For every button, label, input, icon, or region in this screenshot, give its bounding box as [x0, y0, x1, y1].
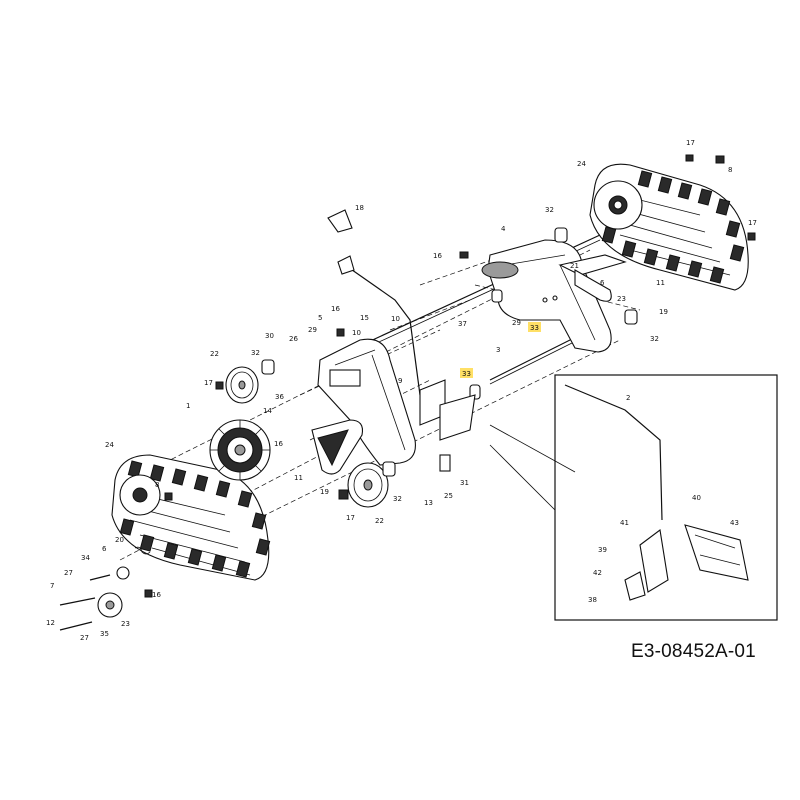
callout-18: 18 — [355, 204, 364, 212]
callout-5: 5 — [318, 314, 322, 322]
callout-22b: 22 — [375, 517, 384, 525]
hardware — [59, 154, 756, 631]
bushing-parts — [261, 227, 638, 477]
callout-3: 3 — [496, 346, 500, 354]
track-right — [589, 163, 749, 291]
callout-6a: 6 — [600, 279, 605, 287]
callout-27a: 27 — [64, 569, 73, 577]
callout-13: 13 — [424, 499, 433, 507]
callout-16c: 16 — [274, 440, 283, 448]
callout-17b: 17 — [748, 219, 757, 227]
callout-21: 21 — [570, 262, 579, 270]
callout-6b: 6 — [102, 545, 107, 553]
callout-19b: 19 — [320, 488, 329, 496]
callout-16b: 16 — [331, 305, 340, 313]
callout-32a: 32 — [545, 206, 554, 214]
callout-27b: 27 — [80, 634, 89, 642]
callout-38: 38 — [588, 596, 597, 604]
highlight-33-a — [528, 322, 541, 332]
callout-40: 40 — [692, 494, 701, 502]
callout-8a: 8 — [728, 166, 732, 174]
callout-35: 35 — [100, 630, 109, 638]
callout-17d: 17 — [346, 514, 355, 522]
callout-7: 7 — [50, 582, 54, 590]
callout-37: 37 — [458, 320, 467, 328]
upper-pulley — [225, 366, 259, 404]
callout-43: 43 — [730, 519, 739, 527]
callout-8b: 8 — [155, 481, 159, 489]
callout-41: 41 — [620, 519, 629, 527]
highlight-33-b — [460, 368, 473, 378]
diagram-code-label: E3-08452A-01 — [631, 641, 756, 662]
callout-11b: 11 — [294, 474, 303, 482]
callout-16d: 16 — [152, 591, 161, 599]
callout-17c: 17 — [204, 379, 213, 387]
callout-31: 31 — [460, 479, 469, 487]
callout-10a: 10 — [391, 315, 400, 323]
callout-16a: 16 — [433, 252, 442, 260]
callout-33b: 33 — [462, 370, 471, 378]
callout-29b: 29 — [308, 326, 317, 334]
callout-23b: 23 — [121, 620, 130, 628]
callout-2: 2 — [626, 394, 630, 402]
callout-30: 30 — [265, 332, 274, 340]
callout-22a: 22 — [210, 350, 219, 358]
callout-1: 1 — [186, 402, 190, 410]
callout-34: 34 — [81, 554, 90, 562]
callout-19a: 19 — [659, 308, 668, 316]
callout-15: 15 — [360, 314, 369, 322]
callout-29a: 29 — [512, 319, 521, 327]
slide-rail — [311, 419, 364, 475]
brackets — [419, 254, 627, 472]
callout-12: 12 — [46, 619, 55, 627]
frame-left — [317, 338, 416, 466]
callout-4: 4 — [501, 225, 506, 233]
callout-42: 42 — [593, 569, 602, 577]
callout-39: 39 — [598, 546, 607, 554]
callout-32d: 32 — [393, 495, 402, 503]
shift-lever — [327, 209, 421, 396]
callout-10b: 10 — [352, 329, 361, 337]
callout-33a: 33 — [530, 324, 539, 332]
callout-20: 20 — [115, 536, 124, 544]
callout-14: 14 — [263, 407, 272, 415]
callout-36: 36 — [275, 393, 284, 401]
inset-detail — [489, 374, 778, 621]
callout-26: 26 — [289, 335, 298, 343]
callout-24b: 24 — [105, 441, 114, 449]
callout-9: 9 — [398, 377, 402, 385]
callout-17a: 17 — [686, 139, 695, 147]
callout-numbers: 1 2 3 4 5 6 6 7 8 8 9 10 10 11 11 12 13 … — [46, 139, 757, 642]
callout-32b: 32 — [650, 335, 659, 343]
drive-sprocket — [209, 419, 271, 481]
track-left — [111, 454, 271, 581]
callout-11a: 11 — [656, 279, 665, 287]
lower-pulley — [347, 462, 389, 508]
callout-25: 25 — [444, 492, 453, 500]
callout-32c: 32 — [251, 349, 260, 357]
callout-24a: 24 — [577, 160, 586, 168]
callout-23a: 23 — [617, 295, 626, 303]
